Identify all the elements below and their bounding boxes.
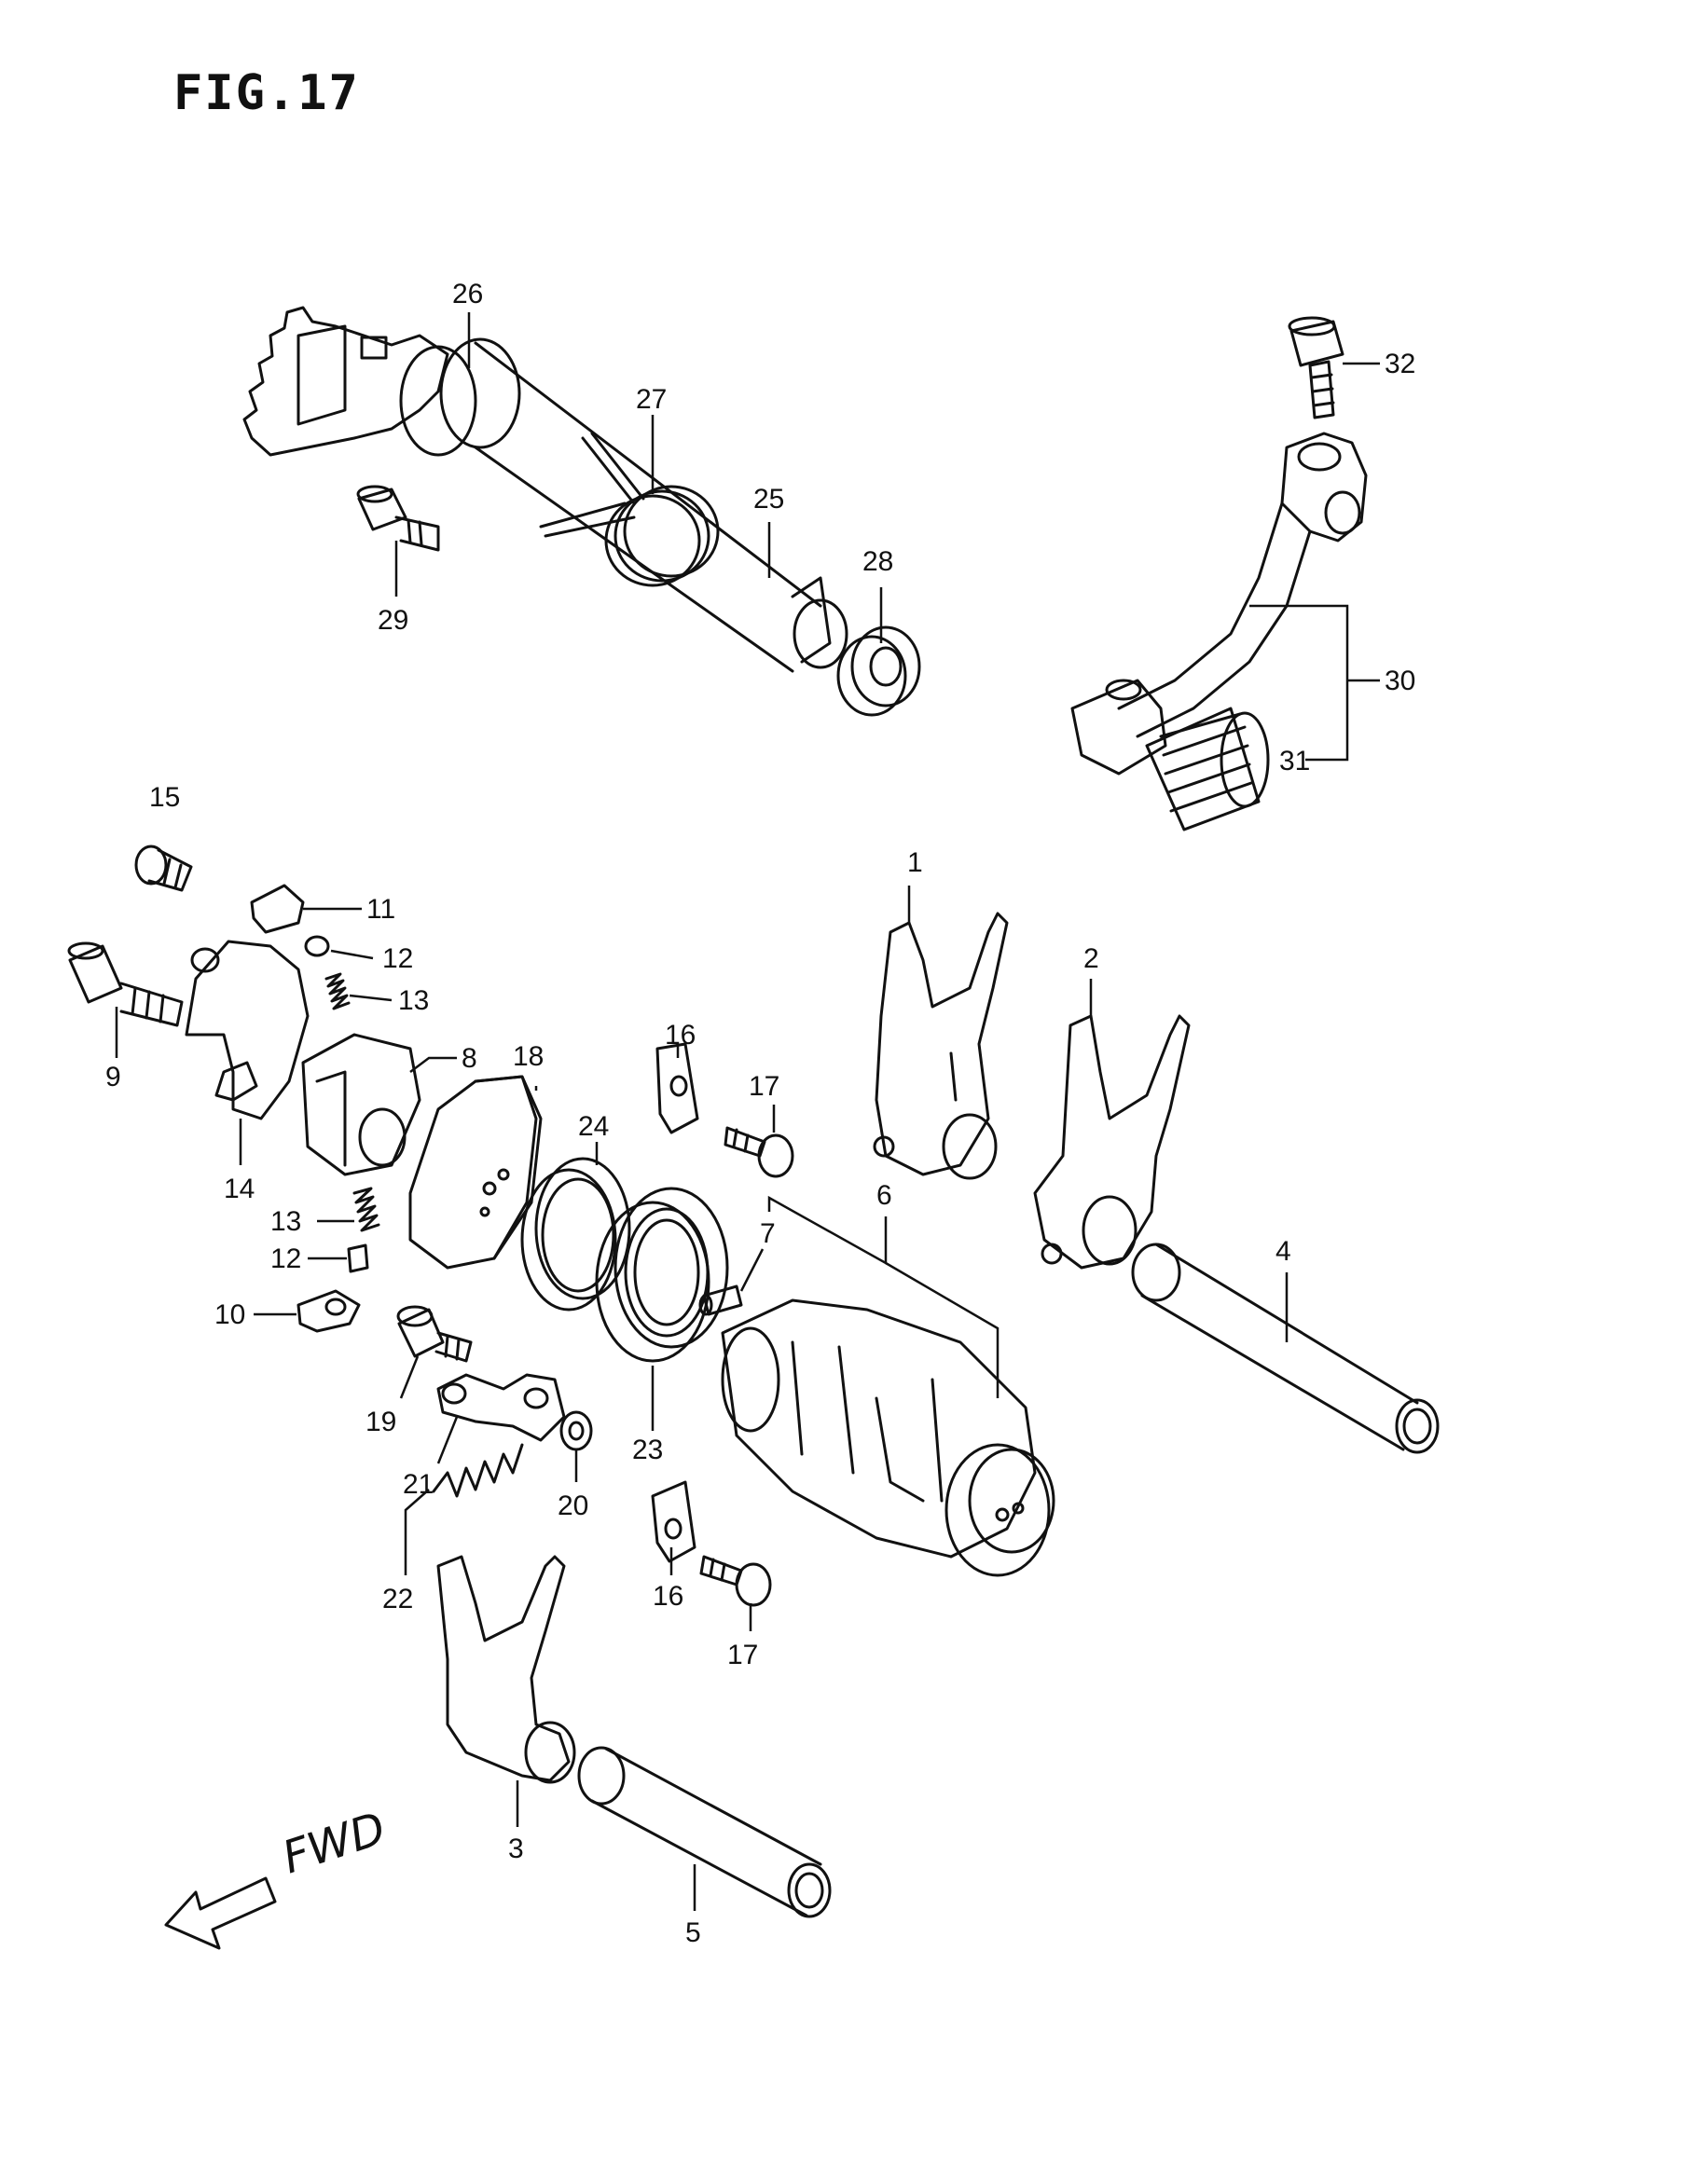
bolt-32 — [1288, 316, 1344, 419]
callout-15: 15 — [149, 782, 180, 813]
bearing-23 — [595, 1187, 729, 1363]
callout-17-upper: 17 — [749, 1071, 779, 1102]
oil-seal — [836, 625, 921, 717]
callout-10: 10 — [214, 1299, 245, 1330]
callout-22: 22 — [382, 1584, 413, 1614]
fwd-label: FWD — [276, 1803, 392, 1885]
callout-31: 31 — [1279, 746, 1310, 776]
callout-11: 11 — [366, 894, 395, 925]
shift-fork-2 — [1033, 1014, 1191, 1270]
callout-16-lower: 16 — [653, 1581, 683, 1612]
callout-23: 23 — [632, 1435, 663, 1465]
stopper-10 — [296, 1289, 361, 1333]
plate-16-lower — [651, 1480, 696, 1563]
washer-20 — [559, 1410, 593, 1451]
fork-shaft-4 — [1131, 1243, 1440, 1454]
shift-cam — [721, 1298, 1055, 1577]
return-spring — [539, 432, 720, 587]
callout-13-upper: 13 — [398, 985, 429, 1016]
fwd-arrow-icon — [164, 1876, 277, 1950]
callout-6: 6 — [876, 1180, 892, 1211]
callout-3: 3 — [508, 1834, 524, 1864]
screw-17-upper — [724, 1126, 794, 1178]
bolt-9 — [67, 941, 184, 1027]
callout-30: 30 — [1385, 666, 1415, 696]
shift-fork-1 — [873, 912, 1009, 1180]
callout-16-upper: 16 — [665, 1020, 696, 1051]
callout-1: 1 — [907, 847, 923, 878]
callout-5: 5 — [685, 1917, 701, 1948]
gear-shift-shaft — [242, 306, 848, 673]
callout-8: 8 — [462, 1043, 477, 1074]
callout-29: 29 — [378, 605, 408, 636]
plate-21 — [436, 1373, 566, 1442]
callout-19: 19 — [365, 1407, 396, 1437]
gear-shift-lever — [1070, 432, 1368, 831]
callout-14: 14 — [224, 1174, 255, 1204]
spring-13-lower — [352, 1187, 380, 1232]
leader-lines — [115, 312, 1380, 1911]
callout-17-lower: 17 — [727, 1640, 758, 1670]
screw-15 — [134, 845, 193, 892]
callout-12-lower: 12 — [270, 1243, 301, 1274]
ring-24 — [520, 1157, 631, 1312]
callout-26: 26 — [452, 279, 483, 309]
callout-7: 7 — [760, 1218, 776, 1249]
callout-27: 27 — [636, 384, 667, 415]
callout-21: 21 — [403, 1469, 434, 1500]
stopper-plate — [185, 940, 421, 1176]
callout-25: 25 — [753, 484, 784, 515]
callout-18: 18 — [513, 1041, 544, 1072]
callout-20: 20 — [558, 1490, 588, 1521]
callout-2: 2 — [1083, 943, 1099, 974]
pin-12-upper — [304, 935, 330, 957]
spring-22 — [432, 1443, 524, 1498]
callout-4: 4 — [1275, 1236, 1291, 1267]
figure-title: FIG.17 — [173, 65, 360, 121]
callout-24: 24 — [578, 1111, 609, 1142]
callout-12-upper: 12 — [382, 943, 413, 974]
callout-28: 28 — [862, 546, 893, 577]
bolt-29 — [356, 485, 440, 552]
stopper-cap — [250, 884, 305, 934]
bolt-19 — [396, 1305, 473, 1363]
screw-17-lower — [699, 1555, 772, 1607]
pin-7 — [698, 1284, 743, 1316]
callout-labels: 1 2 3 4 5 6 7 8 9 10 11 12 12 13 13 14 1… — [105, 279, 1415, 1948]
cam-guide — [408, 1075, 543, 1270]
fork-shaft-5 — [577, 1746, 832, 1918]
callout-9: 9 — [105, 1062, 121, 1092]
spring-13-upper — [324, 972, 351, 1010]
plate-16-upper — [655, 1042, 699, 1134]
callout-13-lower: 13 — [270, 1206, 301, 1237]
shift-fork-3 — [436, 1555, 576, 1784]
callout-32: 32 — [1385, 349, 1415, 379]
pin-12-lower — [347, 1243, 369, 1273]
